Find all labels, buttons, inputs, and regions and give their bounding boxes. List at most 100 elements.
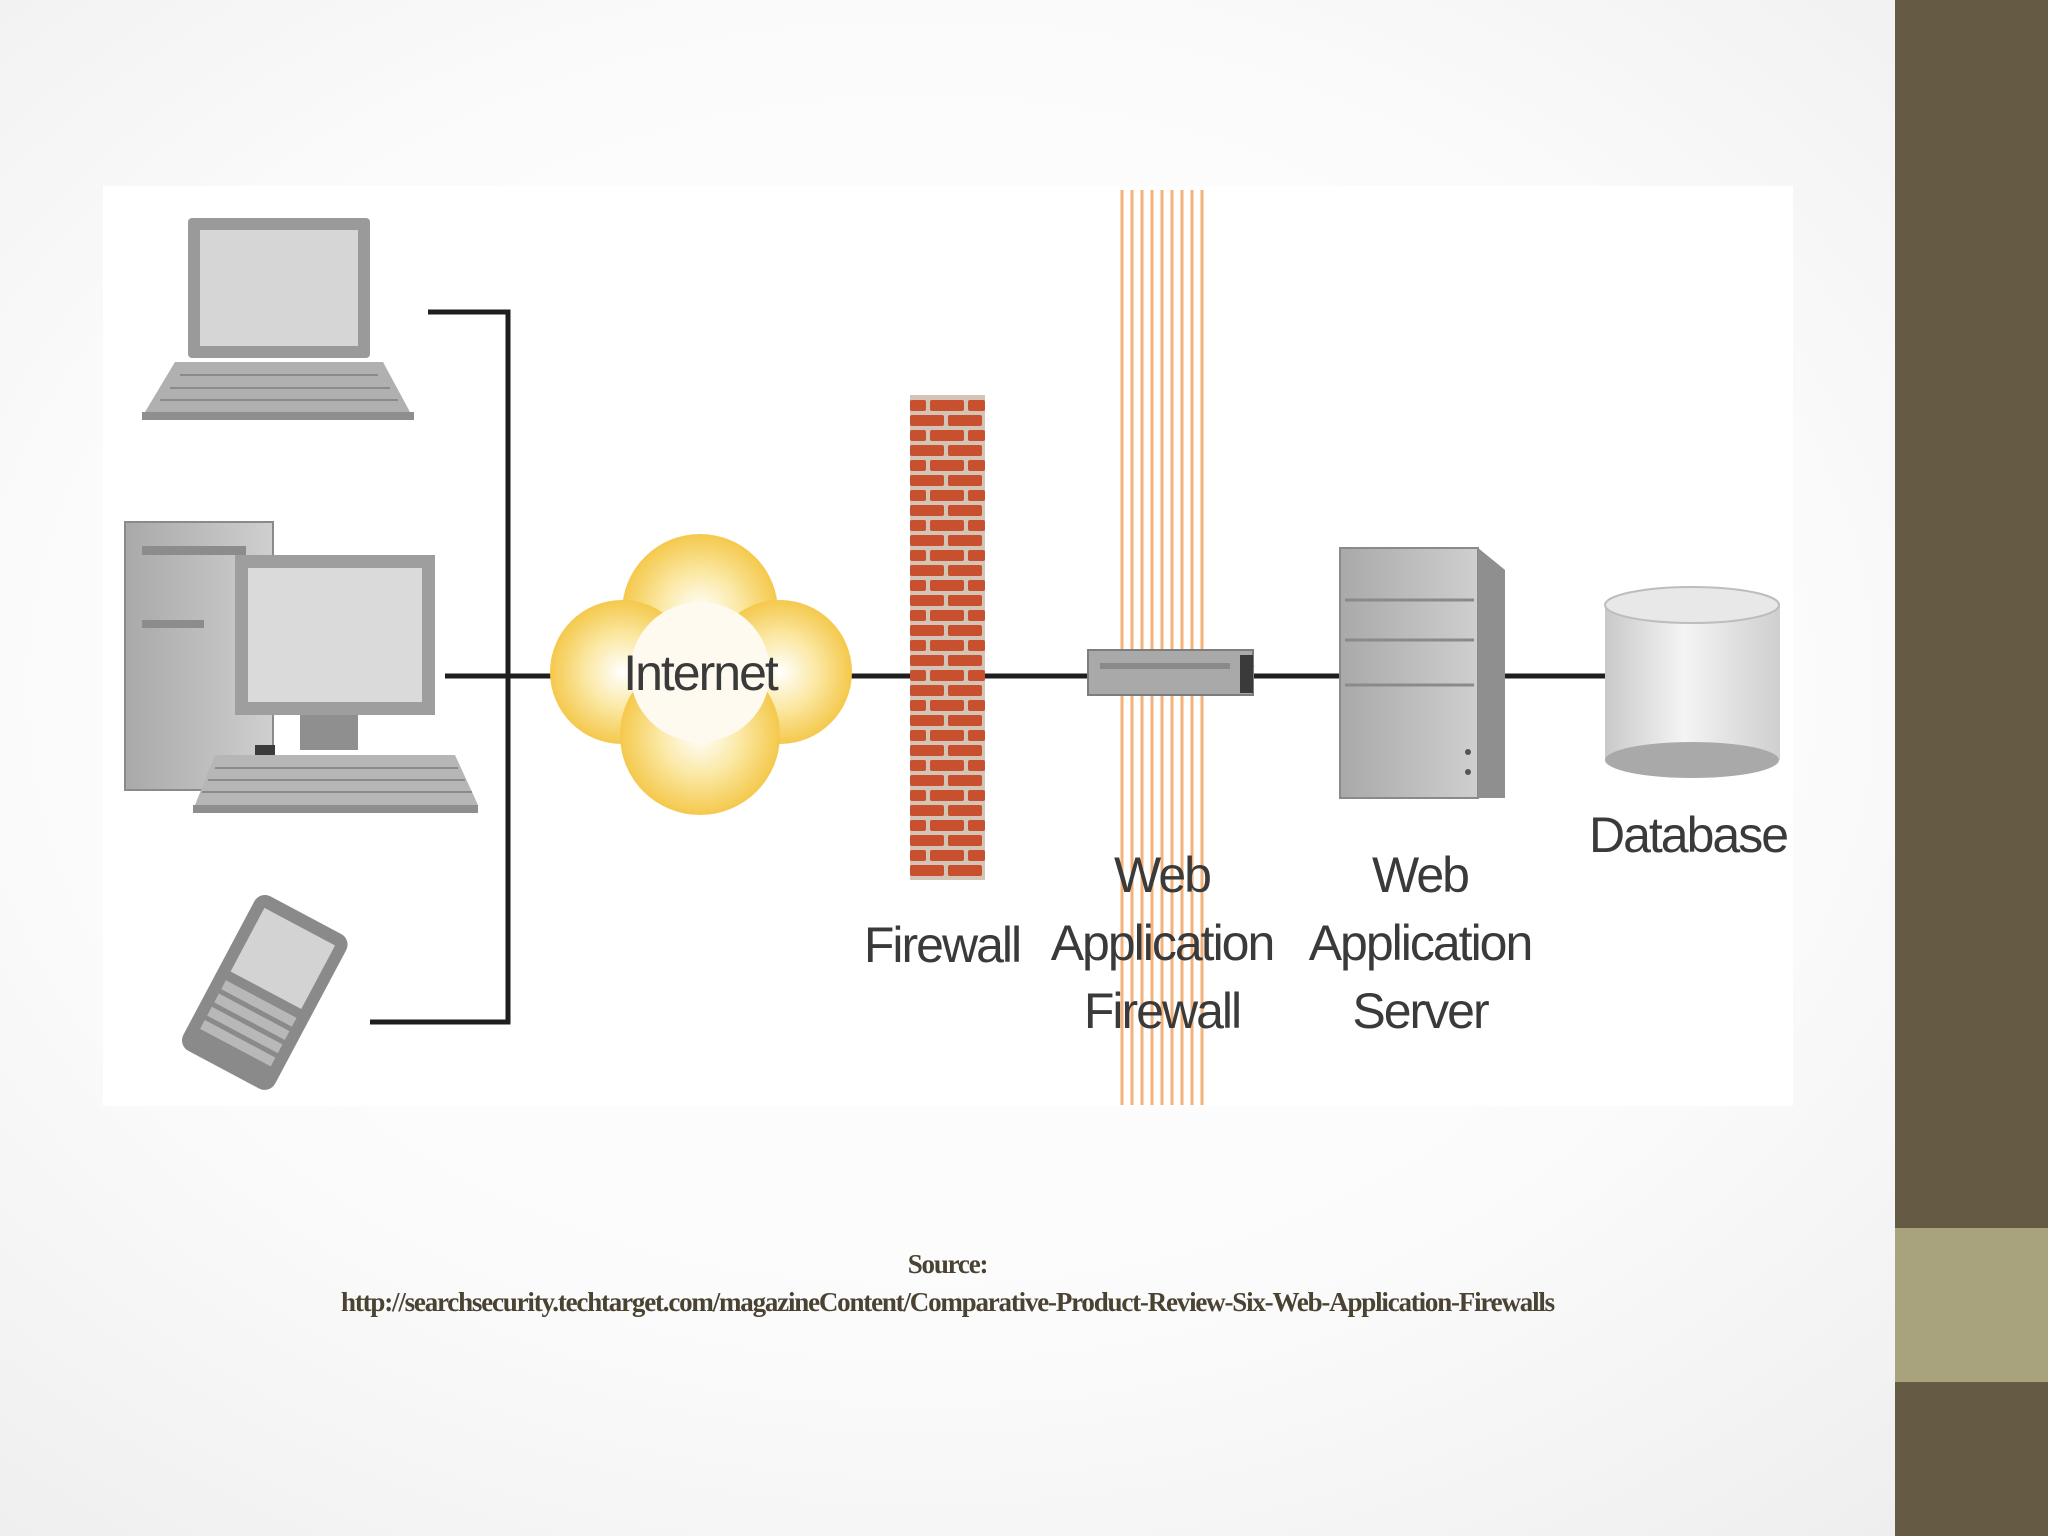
firewall-brick	[910, 850, 926, 861]
firewall-brick	[910, 760, 926, 771]
waf-label-line2: Application	[1051, 915, 1274, 971]
firewall-brick	[968, 790, 985, 801]
internet-cloud-icon	[550, 534, 852, 815]
firewall-brick	[910, 430, 926, 441]
firewall-brick	[948, 655, 982, 666]
firewall-brick	[930, 580, 964, 591]
firewall-brick	[910, 580, 926, 591]
database-icon	[1604, 586, 1780, 778]
desktop-computer-icon	[124, 521, 478, 813]
firewall-brick	[910, 535, 944, 546]
firewall-brick	[910, 685, 944, 696]
firewall-brick	[968, 460, 985, 471]
firewall-brick	[930, 610, 964, 621]
firewall-brick	[930, 460, 964, 471]
firewall-brick	[930, 550, 964, 561]
firewall-brick	[930, 670, 964, 681]
server-label-line3: Server	[1352, 983, 1489, 1039]
firewall-brick	[930, 790, 964, 801]
firewall-brick	[968, 610, 985, 621]
firewall-brick	[930, 400, 964, 411]
firewall-brick	[930, 850, 964, 861]
waf-label-line3: Firewall	[1084, 983, 1240, 1039]
mobile-phone-icon	[182, 895, 348, 1090]
network-diagram: Internet Firewall Web Application Firewa…	[124, 190, 1790, 1105]
internet-label: Internet	[623, 645, 779, 701]
firewall-brick	[968, 490, 985, 501]
firewall-brick	[910, 445, 944, 456]
firewall-brick	[930, 760, 964, 771]
firewall-brick	[968, 760, 985, 771]
firewall-brick	[910, 550, 926, 561]
firewall-brick	[910, 565, 944, 576]
server-label-line2: Application	[1309, 915, 1532, 971]
firewall-brick	[948, 685, 982, 696]
firewall-brick	[948, 865, 982, 876]
waf-lines	[1120, 190, 1204, 1105]
firewall-brick	[910, 610, 926, 621]
firewall-brick	[948, 565, 982, 576]
firewall-brick	[930, 490, 964, 501]
sidebar-accent-band	[1895, 1228, 2048, 1382]
firewall-brick	[910, 475, 944, 486]
firewall-brick	[910, 835, 944, 846]
firewall-brick	[910, 715, 944, 726]
firewall-brick	[910, 805, 944, 816]
firewall-brick	[948, 475, 982, 486]
firewall-brick	[948, 595, 982, 606]
firewall-brick	[910, 490, 926, 501]
waf-appliance-icon	[1087, 649, 1255, 696]
firewall-brick	[968, 430, 985, 441]
firewall-brick	[968, 400, 985, 411]
firewall-brick	[968, 520, 985, 531]
firewall-brick	[948, 505, 982, 516]
firewall-brick	[948, 535, 982, 546]
source-url: http://searchsecurity.techtarget.com/mag…	[341, 1287, 1555, 1317]
firewall-brick	[910, 730, 926, 741]
firewall-brick	[968, 640, 985, 651]
firewall-brick	[948, 415, 982, 426]
firewall-brick	[930, 640, 964, 651]
firewall-label: Firewall	[864, 917, 1020, 973]
firewall-brick	[910, 640, 926, 651]
firewall-brick	[948, 745, 982, 756]
firewall-brick	[910, 400, 926, 411]
firewall-brick	[948, 805, 982, 816]
firewall-brick	[910, 520, 926, 531]
firewall-brick	[968, 550, 985, 561]
web-server-icon	[1339, 547, 1505, 799]
firewall-brick	[948, 445, 982, 456]
sidebar-top-band	[1895, 0, 2048, 1228]
firewall-brick	[948, 835, 982, 846]
firewall-brick	[910, 745, 944, 756]
firewall-brick	[910, 625, 944, 636]
firewall-brick	[968, 820, 985, 831]
firewall-brick	[910, 700, 926, 711]
waf-label-line1: Web	[1114, 847, 1210, 903]
firewall-brick	[910, 595, 944, 606]
firewall-brick	[948, 625, 982, 636]
database-label: Database	[1589, 807, 1787, 863]
firewall-brick	[930, 700, 964, 711]
laptop-icon	[142, 218, 414, 420]
firewall-brick	[910, 655, 944, 666]
firewall-brick	[930, 520, 964, 531]
firewall-brick	[910, 820, 926, 831]
firewall-brick	[930, 430, 964, 441]
firewall-brick	[968, 850, 985, 861]
firewall-brick	[910, 670, 926, 681]
firewall-brick	[930, 820, 964, 831]
firewall-brick	[930, 730, 964, 741]
source-caption: Source: http://searchsecurity.techtarget…	[0, 1245, 1895, 1321]
sidebar-bottom-band	[1895, 1382, 2048, 1536]
firewall-brick	[968, 730, 985, 741]
firewall-brick	[910, 505, 944, 516]
firewall-brick	[968, 580, 985, 591]
firewall-brick	[910, 865, 944, 876]
firewall-brick	[910, 775, 944, 786]
firewall-brick	[948, 715, 982, 726]
firewall-brick	[968, 700, 985, 711]
firewall-brick-icon	[910, 395, 985, 880]
source-label: Source:	[907, 1249, 989, 1279]
